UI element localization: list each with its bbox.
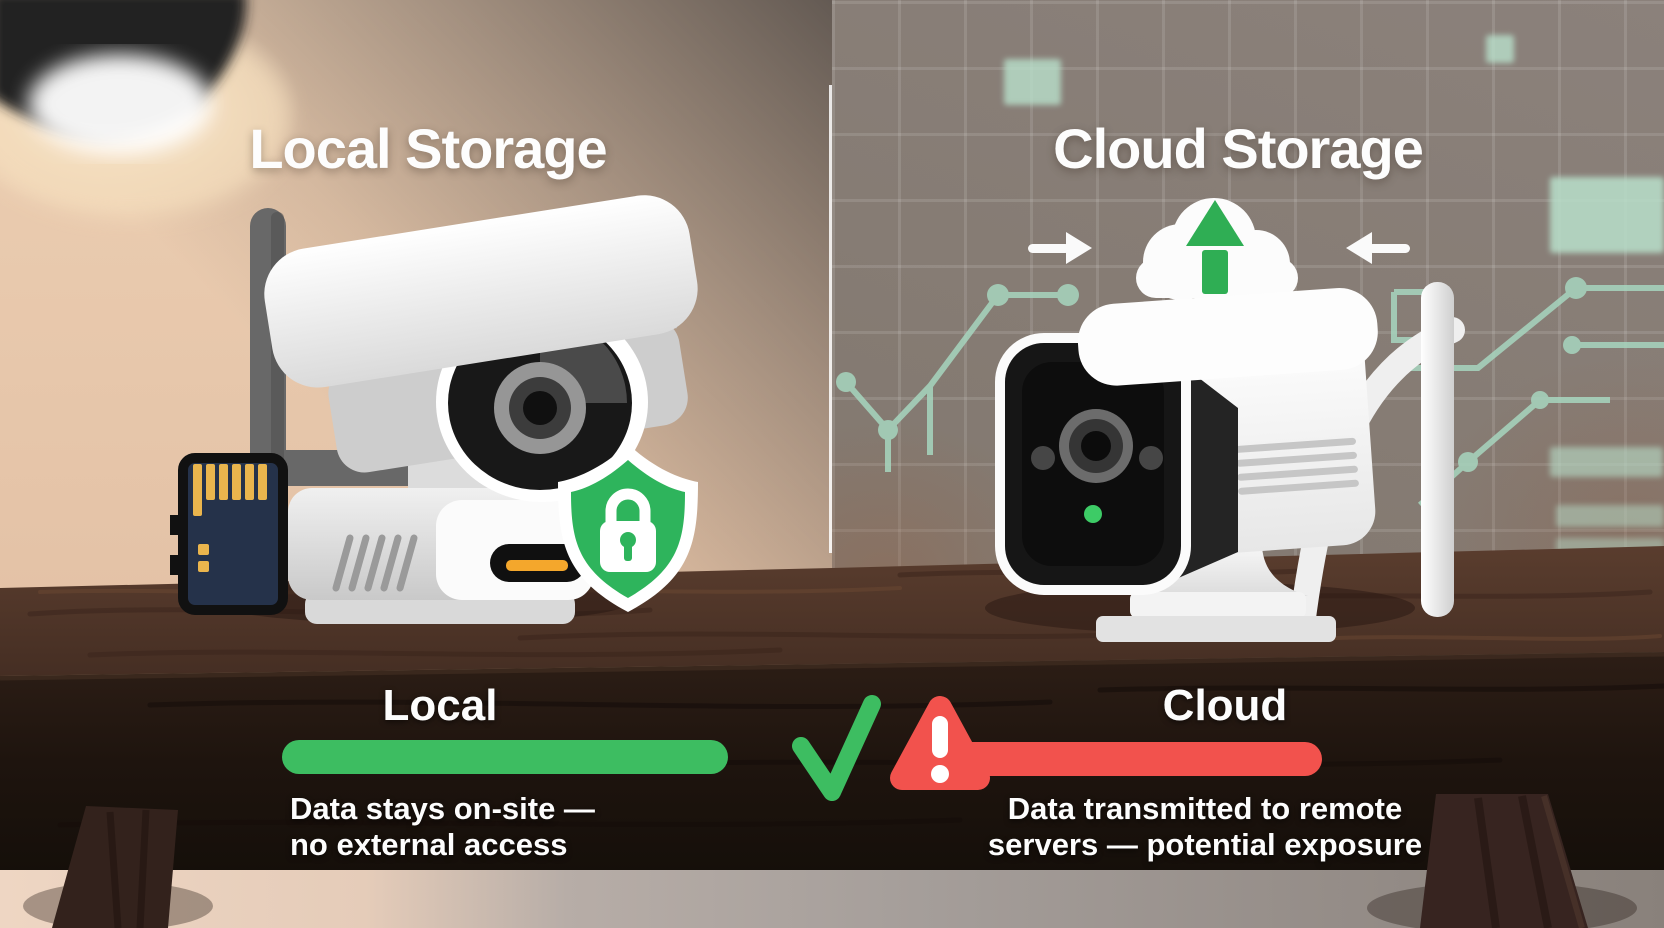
camera-lens-icon — [995, 333, 1191, 595]
arrow-left-icon — [1346, 232, 1410, 264]
cloud-label: Cloud — [1162, 681, 1288, 730]
cloud-status-bar — [952, 742, 1322, 776]
usb-port-icon — [490, 544, 586, 582]
circuit-pad — [1486, 35, 1514, 63]
local-description: Data stays on-site — no external access — [290, 791, 595, 862]
circuit-pad — [1004, 59, 1061, 105]
cloud-description: Data transmitted to remote servers — pot… — [987, 791, 1423, 862]
camera-antenna-icon — [1421, 282, 1454, 617]
upload-arrow-icon — [1186, 200, 1244, 294]
table-leg — [1420, 794, 1588, 928]
table-front — [0, 651, 1664, 872]
cloud-upload-icon — [1136, 198, 1298, 300]
local-status-bar — [282, 740, 728, 774]
local-label: Local — [382, 681, 498, 730]
table-leg — [52, 806, 178, 928]
sd-card-icon — [170, 453, 288, 615]
server-rack-bar — [1556, 505, 1664, 527]
local-title: Local Storage — [249, 117, 607, 180]
check-icon — [792, 695, 881, 801]
circuit-pad — [1550, 177, 1664, 253]
cloud-camera — [995, 282, 1465, 642]
desk-lamp-icon — [0, 0, 290, 218]
warning-icon — [890, 696, 990, 790]
panel-divider-line — [829, 85, 832, 553]
status-led-icon — [1084, 505, 1102, 523]
vent-lines — [1235, 437, 1359, 495]
vent-lines — [332, 534, 418, 592]
arrow-right-icon — [1028, 232, 1092, 264]
shield-lock-icon — [558, 444, 698, 612]
circuit-pad — [1550, 447, 1663, 477]
cloud-title: Cloud Storage — [1053, 117, 1424, 180]
floor — [0, 870, 1664, 928]
local-camera — [250, 195, 698, 624]
